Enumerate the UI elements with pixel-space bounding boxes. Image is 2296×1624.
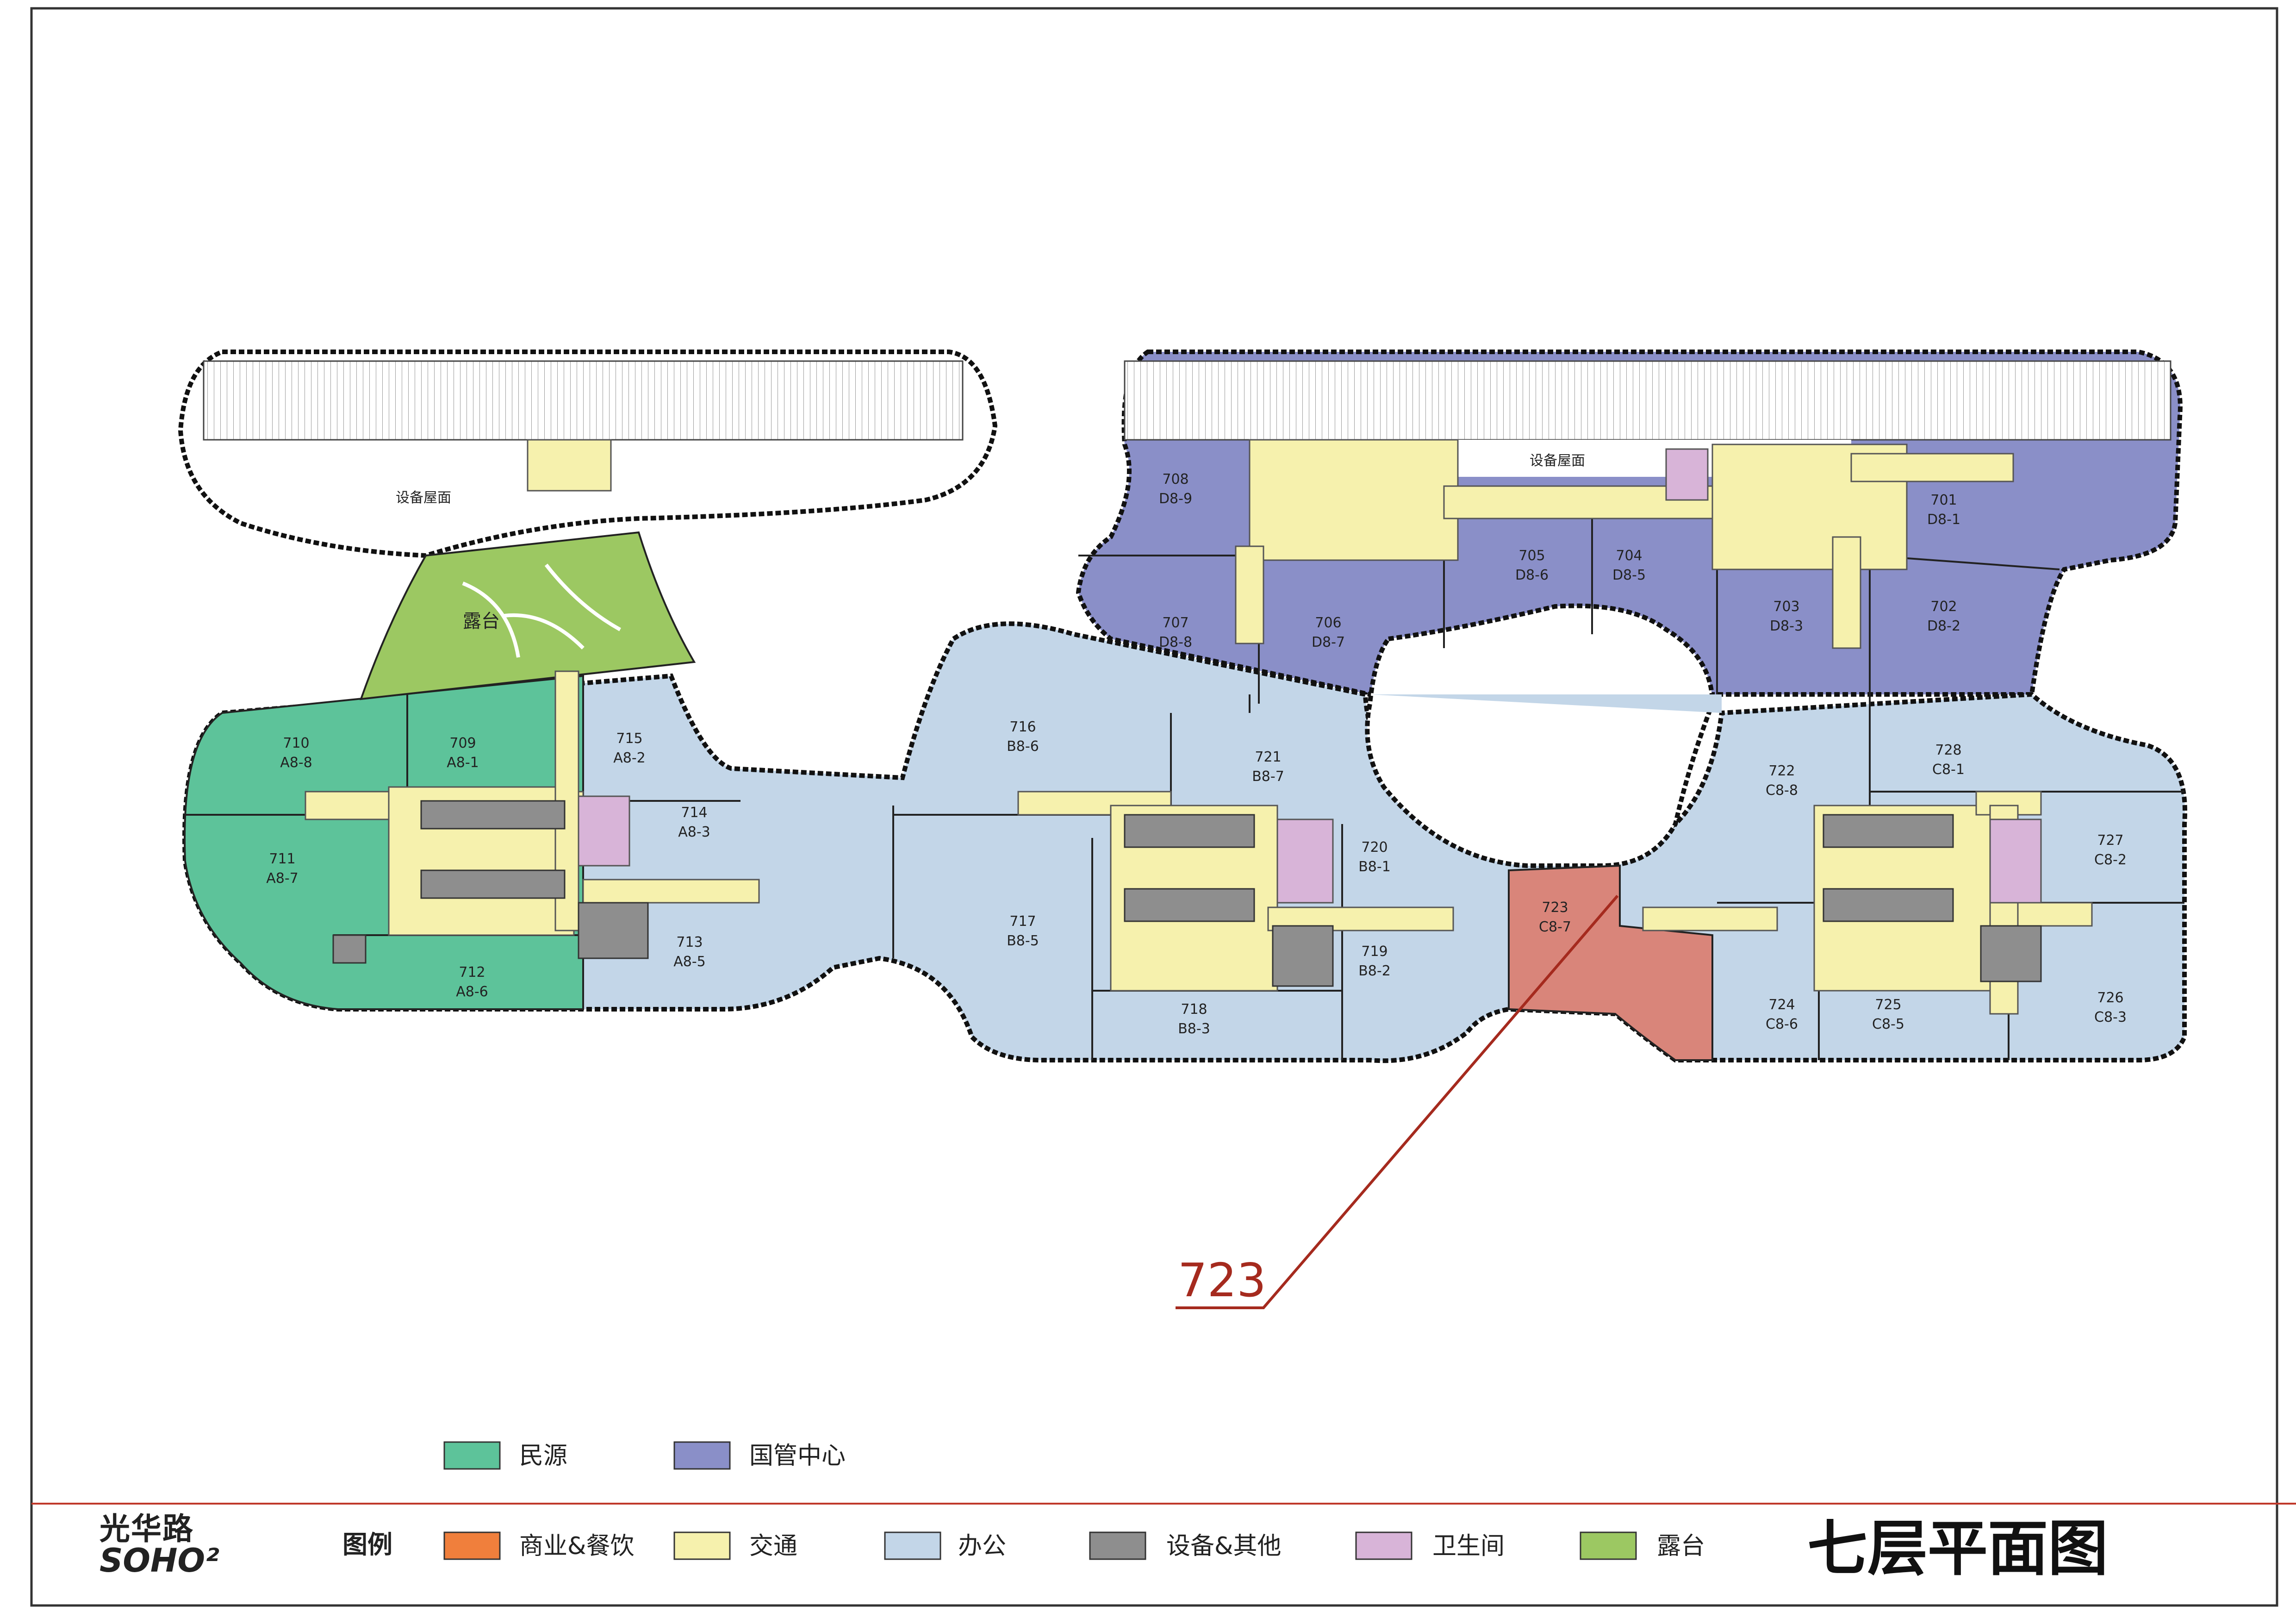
unit-709-number: 709 xyxy=(449,735,476,751)
unit-722-code: C8-8 xyxy=(1766,782,1798,799)
unit-723-code: C8-7 xyxy=(1539,919,1571,935)
unit-705-code: D8-6 xyxy=(1515,567,1549,583)
unit-721-number: 721 xyxy=(1255,749,1281,765)
swatch-equipment-icon xyxy=(1089,1531,1146,1560)
callout-leader xyxy=(1176,895,1619,1309)
legend-office-label: 办公 xyxy=(958,1532,1006,1560)
unit-713-number: 713 xyxy=(676,934,703,950)
unit-725-code: C8-5 xyxy=(1872,1016,1904,1032)
roof-left-skylight xyxy=(203,360,964,441)
swatch-purple-icon xyxy=(673,1441,731,1470)
unit-labels: 701 D8-1 702 D8-2 703 D8-3 704 D8-5 705 … xyxy=(266,471,2127,1037)
unit-714-number: 714 xyxy=(681,805,707,821)
unit-702-number: 702 xyxy=(1930,599,1957,615)
unit-718-number: 718 xyxy=(1181,1001,1207,1018)
unit-718-code: B8-3 xyxy=(1178,1021,1210,1037)
roof-right-label: 设备屋面 xyxy=(1530,453,1585,469)
swatch-washroom-icon xyxy=(1355,1531,1412,1560)
unit-703-number: 703 xyxy=(1773,599,1799,615)
unit-704-code: D8-5 xyxy=(1612,567,1646,583)
unit-723-highlight xyxy=(1508,864,1713,1061)
unit-701-code: D8-1 xyxy=(1927,512,1960,528)
swatch-terrace-icon xyxy=(1580,1531,1637,1560)
unit-725-number: 725 xyxy=(1875,997,1901,1013)
unit-707-number: 707 xyxy=(1162,615,1188,631)
unit-708-code: D8-9 xyxy=(1159,491,1192,507)
logo-line2: SOHO² xyxy=(100,1542,219,1580)
unit-706-number: 706 xyxy=(1315,615,1341,631)
unit-705-number: 705 xyxy=(1518,548,1545,564)
unit-720-code: B8-1 xyxy=(1358,859,1391,875)
unit-719-code: B8-2 xyxy=(1358,963,1391,979)
unit-715-code: A8-2 xyxy=(613,750,646,766)
terrace-paths xyxy=(462,563,621,658)
callout-label: 723 xyxy=(1178,1253,1266,1307)
unit-723-number: 723 xyxy=(1542,899,1568,916)
legend-equipment-label: 设备&其他 xyxy=(1166,1532,1282,1560)
roof-left-label: 设备屋面 xyxy=(396,490,451,506)
unit-721-code: B8-7 xyxy=(1252,768,1284,785)
unit-710-code: A8-8 xyxy=(280,755,312,771)
unit-717-code: B8-5 xyxy=(1007,933,1039,949)
swatch-commerce-icon xyxy=(443,1531,501,1560)
legend-guoguan-label: 国管中心 xyxy=(749,1442,846,1470)
terrace-label: 露台 xyxy=(463,611,500,632)
unit-701-number: 701 xyxy=(1930,492,1957,508)
unit-727-number: 727 xyxy=(2097,832,2123,849)
swatch-green-icon xyxy=(443,1441,501,1470)
unit-715-number: 715 xyxy=(616,731,642,747)
unit-719-number: 719 xyxy=(1361,943,1388,960)
legend-minyuan-label: 民源 xyxy=(519,1442,567,1470)
legend-circulation-label: 交通 xyxy=(749,1532,797,1560)
legend-commerce-label: 商业&餐饮 xyxy=(519,1532,635,1560)
unit-708-number: 708 xyxy=(1162,471,1188,487)
legend-terrace-label: 露台 xyxy=(1657,1532,1705,1560)
logo: 光华路 SOHO² xyxy=(100,1511,219,1580)
service-cores xyxy=(332,800,2042,987)
unit-728-number: 728 xyxy=(1935,742,1961,758)
roof-right-skylight xyxy=(1124,360,2172,441)
unit-709-code: A8-1 xyxy=(447,755,479,771)
washrooms xyxy=(578,448,2042,904)
unit-707-code: D8-8 xyxy=(1159,634,1192,650)
unit-716-code: B8-6 xyxy=(1007,738,1039,755)
legend-heading: 图例 xyxy=(342,1530,392,1559)
unit-704-number: 704 xyxy=(1616,548,1642,564)
unit-720-number: 720 xyxy=(1361,839,1388,856)
swatch-office-icon xyxy=(884,1531,941,1560)
unit-724-code: C8-6 xyxy=(1766,1016,1798,1032)
swatch-circulation-icon xyxy=(673,1531,731,1560)
courtyard-void xyxy=(1365,603,1715,868)
unit-710-number: 710 xyxy=(283,735,309,751)
unit-726-code: C8-3 xyxy=(2094,1009,2127,1025)
unit-713-code: A8-5 xyxy=(673,954,706,970)
unit-728-code: C8-1 xyxy=(1932,762,1965,778)
unit-716-number: 716 xyxy=(1009,719,1036,735)
unit-711-code: A8-7 xyxy=(266,870,299,887)
unit-702-code: D8-2 xyxy=(1927,618,1960,634)
unit-712-code: A8-6 xyxy=(456,984,488,1000)
page-frame xyxy=(30,7,2278,1607)
unit-711-number: 711 xyxy=(269,851,295,867)
unit-703-code: D8-3 xyxy=(1770,618,1803,634)
unit-706-code: D8-7 xyxy=(1312,634,1345,650)
unit-714-code: A8-3 xyxy=(678,824,710,840)
unit-726-number: 726 xyxy=(2097,990,2123,1006)
legend-washroom-label: 卫生间 xyxy=(1432,1532,1505,1560)
page-title: 七层平面图 xyxy=(1807,1513,2108,1584)
logo-line1: 光华路 xyxy=(100,1511,194,1547)
unit-712-number: 712 xyxy=(459,964,485,981)
unit-722-number: 722 xyxy=(1768,763,1795,779)
unit-717-number: 717 xyxy=(1009,913,1036,930)
purple-offset xyxy=(1370,694,1722,713)
unit-727-code: C8-2 xyxy=(2094,852,2127,868)
unit-724-number: 724 xyxy=(1768,997,1795,1013)
